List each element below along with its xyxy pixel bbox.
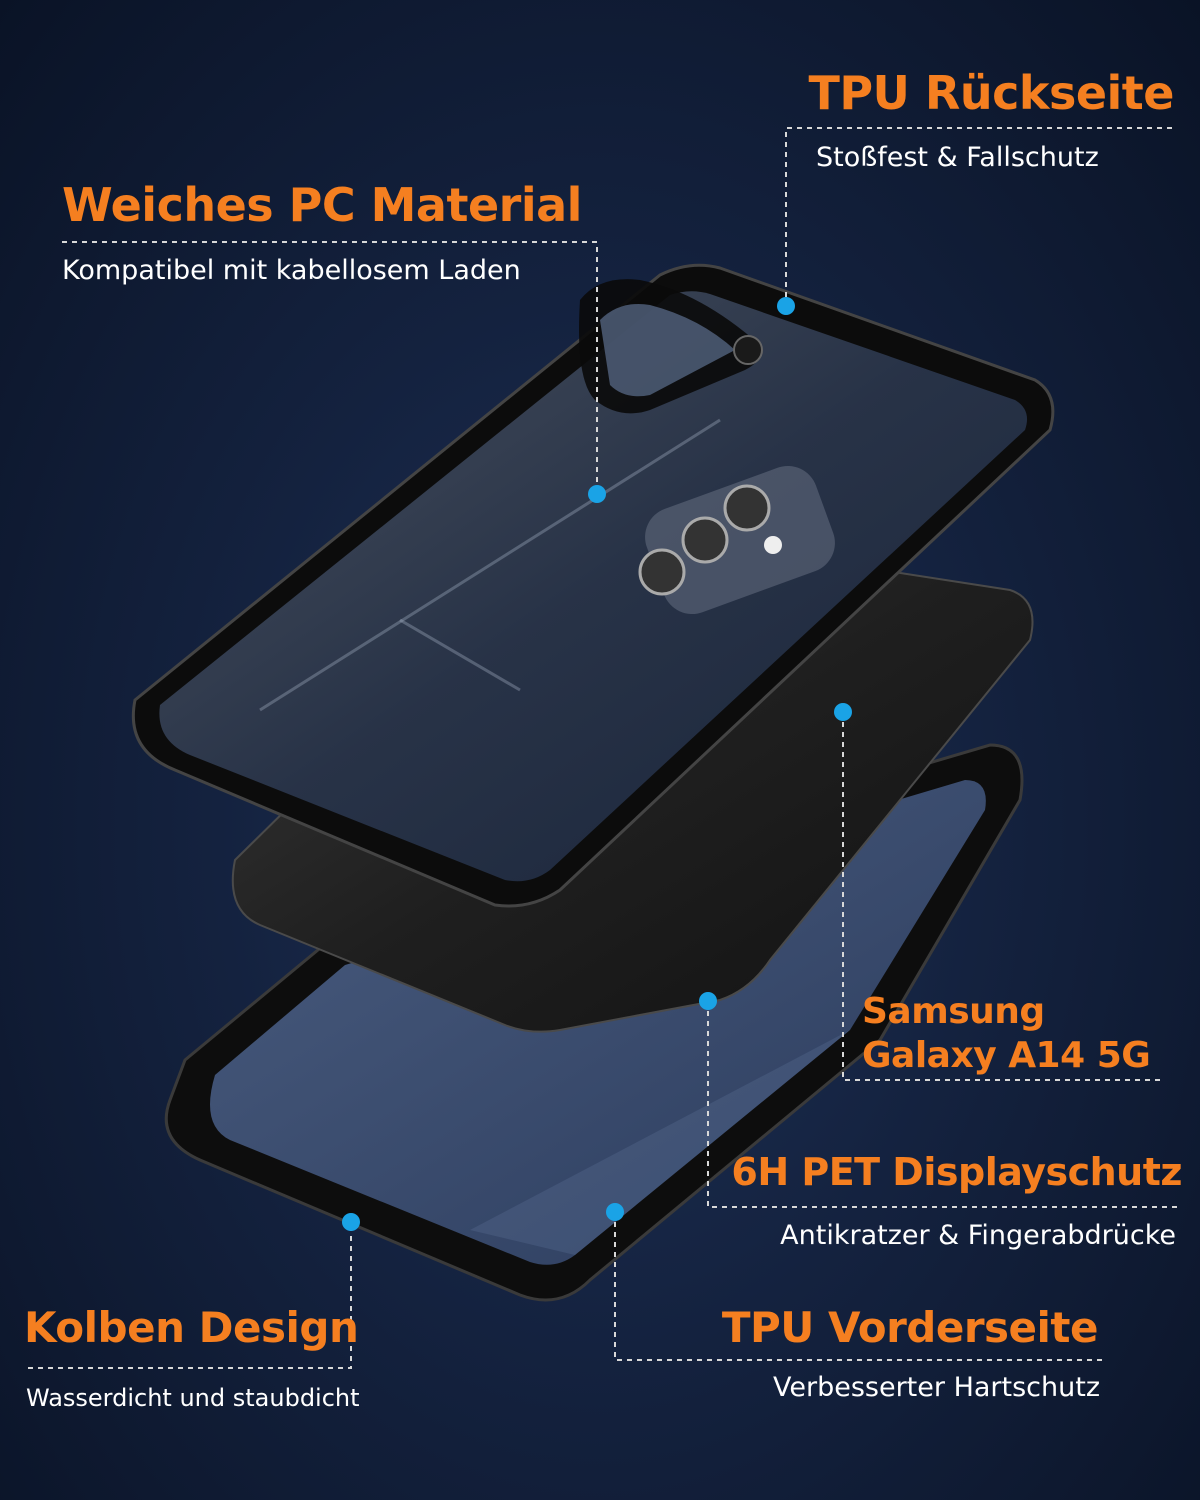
piston-design-title: Kolben Design — [24, 1303, 359, 1352]
tpu-back-subtitle: Stoßfest & Fallschutz — [816, 142, 1099, 173]
callout-dot-icon — [834, 703, 852, 721]
callout-dot-icon — [699, 992, 717, 1010]
callout-dot-icon — [342, 1213, 360, 1231]
phone-model-line2: Galaxy A14 5G — [862, 1035, 1151, 1076]
callout-dot-icon — [777, 297, 795, 315]
back-case-icon — [131, 263, 1055, 908]
phone-model-label: Samsung Galaxy A14 5G — [862, 990, 1151, 1078]
callout-dot-icon — [606, 1203, 624, 1221]
screen-protector-subtitle: Antikratzer & Fingerabdrücke — [780, 1220, 1176, 1251]
callout-dot-icon — [588, 485, 606, 503]
callout-lines — [28, 127, 1180, 1369]
tpu-front-title: TPU Vorderseite — [721, 1303, 1099, 1352]
phone-model-line1: Samsung — [862, 991, 1045, 1032]
tpu-back-title: TPU Rückseite — [808, 66, 1174, 120]
pc-material-subtitle: Kompatibel mit kabellosem Laden — [62, 255, 521, 286]
piston-design-subtitle: Wasserdicht und staubdicht — [26, 1384, 360, 1412]
screen-protector-title: 6H PET Displayschutz — [731, 1150, 1182, 1194]
pc-material-title: Weiches PC Material — [62, 178, 582, 232]
tpu-front-subtitle: Verbesserter Hartschutz — [773, 1372, 1100, 1403]
